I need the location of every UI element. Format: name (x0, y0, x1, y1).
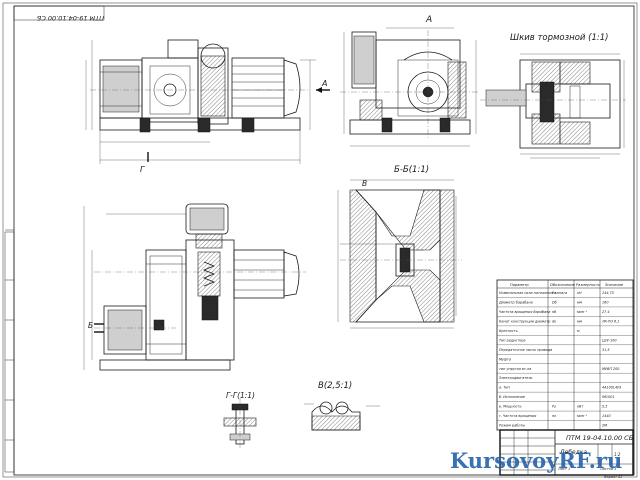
table-header: Размерность (576, 283, 600, 287)
table-cell: мм (577, 301, 583, 305)
title-block-scale: 1:2 (614, 452, 621, 457)
table-cell: б. Исполнение (499, 395, 525, 399)
rotated-stamp-code: ПТМ 19-04.10.00 СБ (36, 14, 104, 22)
table-cell: dк (552, 319, 557, 323)
table-cell: Муфта (499, 357, 511, 361)
table-cell: 27,4 (602, 310, 610, 314)
view-g-g (223, 398, 257, 450)
title-block-format: Формат A1 (604, 475, 622, 479)
table-cell: м (577, 329, 580, 333)
table-cell: 160 (602, 301, 608, 305)
table-cell: Fн (552, 291, 557, 295)
title-block-frame (499, 429, 634, 476)
table-cell: Pэ (552, 405, 556, 409)
view-a-arrow-label: А (321, 79, 327, 88)
table-cell: 144,75 (602, 291, 614, 295)
table-header: Значение (605, 283, 624, 287)
table-cell: г. Частота вращения (499, 414, 536, 418)
table-cell: а. Тип (499, 386, 511, 390)
table-cell: Номинальная сила натяжения каната (499, 291, 567, 295)
brake-pulley-view (480, 53, 626, 159)
table-cell: Канат конструкции диаметр (499, 319, 550, 323)
table-cell: мин⁻¹ (577, 310, 588, 314)
table-cell: Тип редуктора (499, 338, 526, 342)
view-v-title: В(2,5:1) (318, 381, 352, 391)
table-cell: тип упругая вт-ла (499, 367, 531, 371)
title-block-code: ПТМ 19-04.10.00 СБ (566, 434, 634, 442)
table-cell: 1440 (602, 414, 611, 418)
view-b-arrow-label: Б (88, 321, 93, 330)
brake-pulley-title: Шкив тормозной (1:1) (510, 33, 608, 43)
table-cell: nэ (552, 414, 556, 418)
title-block-name: Лебедка (559, 449, 587, 456)
title-block-sheets: Листов 1 (599, 467, 616, 471)
table-cell: 2М (602, 424, 607, 428)
table-cell: мин⁻¹ (577, 414, 588, 418)
view-a (340, 27, 480, 147)
table-cell: nб (552, 310, 556, 314)
table-cell: в. Мощность (499, 405, 521, 409)
table-cell: кН (577, 291, 582, 295)
table-cell: 4А100L4УЗ (602, 386, 622, 390)
main-front-view (85, 39, 330, 164)
view-g-arrow-label: Г (140, 165, 145, 174)
view-v-mark: В (362, 179, 367, 188)
table-cell: Электродвигатель (498, 376, 533, 380)
title-block-sheet: Лист 1 (557, 467, 570, 471)
table-cell: Передаточное число привода (499, 348, 552, 352)
view-v-detail (304, 401, 380, 431)
table-cell: МУВП 200 (602, 367, 619, 371)
plan-view (83, 203, 306, 371)
table-cell: IM1001 (602, 395, 615, 399)
table-cell: Кратность (499, 329, 518, 333)
table-cell: Частота вращения барабана (499, 310, 550, 314)
section-bb-title: Б-Б(1:1) (394, 165, 429, 175)
table-header: Обозначение (550, 283, 576, 287)
table-cell: 5,5 (602, 405, 607, 409)
view-g-title: Г-Г(1:1) (226, 391, 255, 400)
params-table: Параметр Обозначение Размерность Значени… (510, 283, 624, 287)
table-cell: Диаметр барабана (498, 301, 533, 305)
watermark-text: KursovoyRF.ru (450, 448, 622, 473)
table-header: Параметр (510, 283, 529, 287)
table-cell: Ц2У-100 (602, 338, 617, 342)
section-bb (337, 179, 462, 329)
table-cell: кВт (577, 405, 584, 409)
table-cell: Dб (552, 301, 557, 305)
table-cell: 31,5 (602, 348, 610, 352)
table-cell: мм (577, 319, 583, 323)
table-cell: Режим работы (499, 424, 525, 428)
view-a-label: А (425, 15, 432, 25)
table-cell: ЛК-РО 6,1 (601, 319, 619, 323)
